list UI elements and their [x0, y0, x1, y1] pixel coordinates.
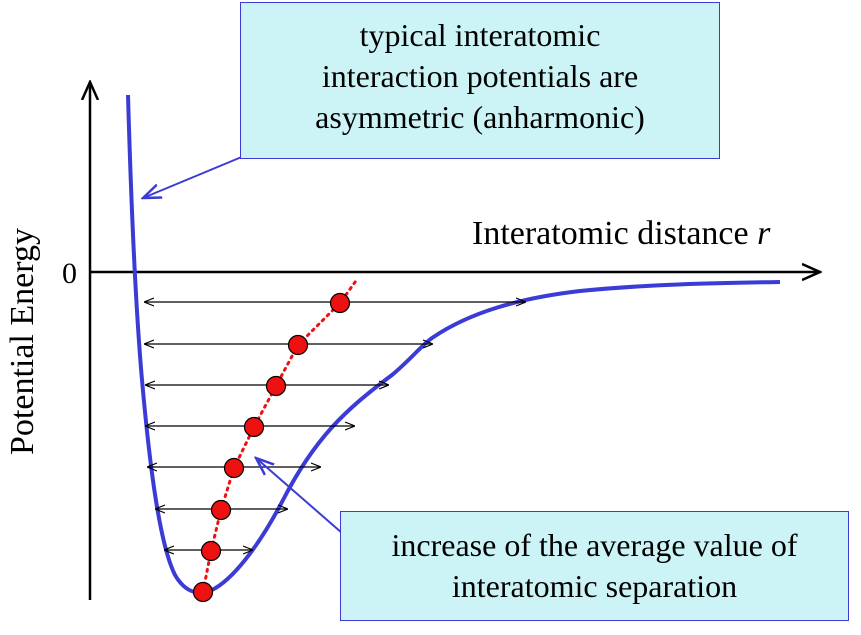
midpoint-dot-5 — [265, 375, 287, 397]
midpoint-dot-4 — [243, 416, 265, 438]
bottom-callout-pointer — [256, 458, 343, 534]
midpoint-dots — [192, 292, 351, 603]
callout-bottom-line-1: increase of the average value of — [391, 527, 798, 563]
midpoint-dot-0 — [192, 581, 214, 603]
midpoint-dot-7 — [329, 292, 351, 314]
callout-top-line-1: typical interatomic — [359, 17, 601, 53]
callout-separation: increase of the average value of interat… — [340, 511, 849, 621]
x-axis-label-text: Interatomic distance — [472, 215, 749, 252]
potential-curve — [126, 94, 781, 595]
midpoint-dot-2 — [210, 499, 232, 521]
midpoint-dot-3 — [223, 457, 245, 479]
zero-label: 0 — [62, 257, 77, 290]
callout-top-line-2: interaction potentials are — [321, 58, 639, 94]
midpoint-dot-1 — [200, 540, 222, 562]
callout-anharmonic: typical interatomic interaction potentia… — [240, 2, 720, 159]
callout-top-line-3: asymmetric (anharmonic) — [315, 99, 645, 135]
y-axis-label: Potential Energy — [4, 228, 41, 455]
midpoint-trend-line — [201, 276, 360, 594]
midpoint-dot-6 — [287, 334, 309, 356]
top-callout-pointer — [143, 155, 245, 198]
callout-bottom-line-2: interatomic separation — [451, 568, 738, 604]
x-axis-label: Interatomic distance r — [472, 215, 771, 252]
x-axis-symbol: r — [757, 215, 771, 252]
